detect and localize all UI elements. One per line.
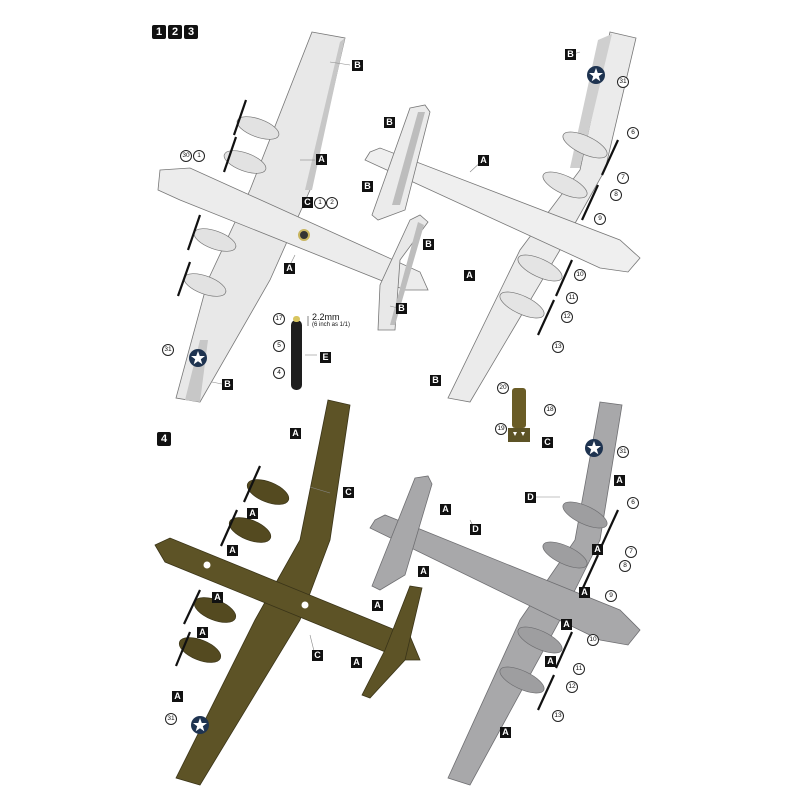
paint-label-a: A — [592, 544, 603, 555]
top-right-b29-topside — [364, 31, 641, 403]
insignia-star-icon — [189, 349, 207, 367]
decal-number: 11 — [573, 663, 585, 675]
scheme-badge-3: 3 — [184, 25, 198, 39]
decal-number: 10 — [574, 269, 586, 281]
paint-label-a: A — [545, 656, 556, 667]
paint-label-b: B — [423, 239, 434, 250]
paint-label-c: C — [343, 487, 354, 498]
decal-number: 11 — [566, 292, 578, 304]
paint-label-a: A — [247, 508, 258, 519]
scheme-ref-1: 1 — [193, 150, 205, 162]
decal-number: 30 — [180, 150, 192, 162]
scheme-badge-1: 1 — [152, 25, 166, 39]
decal-number: 13 — [552, 341, 564, 353]
paint-label-a: A — [579, 587, 590, 598]
scheme-badge-4: 4 — [157, 432, 171, 446]
paint-label-a: A — [172, 691, 183, 702]
decal-number: 12 — [566, 681, 578, 693]
paint-label-b: B — [222, 379, 233, 390]
paint-label-a: A — [440, 504, 451, 515]
paint-label-a: A — [614, 475, 625, 486]
dimension-note: 2.2mm (6 inch as 1/1) — [312, 312, 350, 328]
decal-number: 5 — [273, 340, 285, 352]
paint-label-b: B — [362, 181, 373, 192]
decal-number: 20 — [497, 382, 509, 394]
bottom-right-b29-neutral-gray — [369, 401, 641, 786]
roundel-marking — [298, 229, 310, 241]
paint-label-e: E — [320, 352, 331, 363]
decal-number: 31 — [617, 446, 629, 458]
paint-label-a: A — [418, 566, 429, 577]
decal-number: 18 — [544, 404, 556, 416]
paint-label-a: A — [372, 600, 383, 611]
decal-number: 31 — [617, 76, 629, 88]
decal-number: 31 — [165, 713, 177, 725]
dimension-value: 2.2mm — [312, 312, 340, 322]
paint-label-b: B — [384, 117, 395, 128]
paint-label-a: A — [351, 657, 362, 668]
decal-number: 7 — [625, 546, 637, 558]
paint-label-a: A — [316, 154, 327, 165]
paint-label-c: C — [312, 650, 323, 661]
paint-label-a: A — [227, 545, 238, 556]
decal-number: 8 — [610, 189, 622, 201]
paint-label-a: A — [197, 627, 208, 638]
decal-number: 10 — [587, 634, 599, 646]
paint-label-b: B — [430, 375, 441, 386]
decal-number: 19 — [495, 423, 507, 435]
decal-number: 4 — [273, 367, 285, 379]
decal-number: 8 — [619, 560, 631, 572]
top-left-b29-underside — [157, 31, 429, 403]
paint-label-c: C — [542, 437, 553, 448]
decal-number: 13 — [552, 710, 564, 722]
paint-label-b: B — [396, 303, 407, 314]
propeller-blade-detail — [291, 316, 309, 390]
decal-number: 12 — [561, 311, 573, 323]
paint-label-b: B — [565, 49, 576, 60]
dimension-scale-note: (6 inch as 1/1) — [312, 322, 351, 328]
decal-number: 31 — [162, 344, 174, 356]
paint-label-a: A — [464, 270, 475, 281]
paint-label-d: D — [525, 492, 536, 503]
decal-number: 17 — [273, 313, 285, 325]
paint-label-a: A — [561, 619, 572, 630]
decal-number: 7 — [617, 172, 629, 184]
bomb-marking-detail — [508, 388, 530, 442]
bottom-left-b29-olive-drab — [154, 399, 423, 786]
decal-number: 6 — [627, 497, 639, 509]
scheme-ref-1: 1 — [314, 197, 326, 209]
paint-label-a: A — [500, 727, 511, 738]
scheme-ref-2: 2 — [326, 197, 338, 209]
decal-number: 9 — [605, 590, 617, 602]
paint-label-b: B — [352, 60, 363, 71]
decal-number: 6 — [627, 127, 639, 139]
paint-label-c: C — [302, 197, 313, 208]
paint-label-a: A — [478, 155, 489, 166]
paint-label-a: A — [284, 263, 295, 274]
paint-label-a: A — [290, 428, 301, 439]
paint-label-d: D — [470, 524, 481, 535]
decal-number: 9 — [594, 213, 606, 225]
paint-label-a: A — [212, 592, 223, 603]
scheme-badge-2: 2 — [168, 25, 182, 39]
